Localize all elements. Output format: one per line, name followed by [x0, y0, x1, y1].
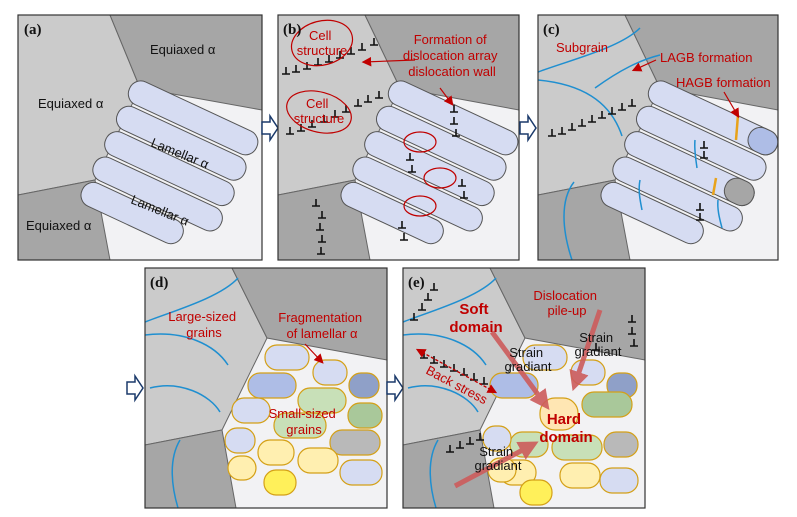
strain-gradient-label-2: Strain gradiant: [575, 330, 622, 359]
equiaxed-bottom-label: Equiaxed α: [26, 218, 92, 233]
large-grains-label: Large-sized grains: [168, 309, 240, 340]
panel-a: (a) Equiaxed α Equiaxed α Equiaxed α Lam…: [17, 14, 263, 261]
dislocation-symbols-c: [548, 99, 708, 221]
panel-d: (d) Large-sized grains Fragmentation of …: [144, 267, 388, 509]
soft-domain-label: Soft domain: [449, 301, 502, 336]
arrow-right-icon: [386, 373, 404, 403]
cell-loops-b: [286, 19, 457, 217]
lamellae-a: [80, 80, 259, 245]
fragmentation-label: Fragmentation of lamellar α: [278, 310, 365, 341]
panel-d-label: (d): [150, 275, 168, 291]
pileup-label: Dislocation pile-up: [533, 288, 600, 318]
panel-e: (e) Soft domain Dislocation pile-up Stra…: [402, 267, 646, 509]
panel-b-label: (b): [283, 22, 301, 38]
panel-e-label: (e): [408, 275, 425, 291]
formation-label: Formation of dislocation array dislocati…: [403, 32, 501, 79]
panel-b: (b) Cell structure Cell structure Format…: [277, 14, 520, 261]
arrow-right-icon: [519, 113, 537, 143]
strain-gradient-label-3: Strain gradiant: [475, 444, 522, 473]
subgrain-boundaries-c: [538, 27, 723, 260]
cell-structure-label-2: Cell structure: [294, 96, 345, 126]
panel-c: (c) Subgrain LAGB formation HAGB formati…: [537, 14, 779, 261]
dislocation-symbols-b: [282, 38, 468, 255]
hagb-label: HAGB formation: [676, 75, 771, 90]
arrow-right-icon: [261, 113, 279, 143]
panel-c-label: (c): [543, 22, 560, 38]
fragment-grains-d: [224, 344, 383, 496]
subgrain-label: Subgrain: [556, 40, 608, 55]
small-grains-label: Small-sized grains: [269, 406, 340, 437]
lagb-label: LAGB formation: [660, 50, 753, 65]
panel-a-label: (a): [24, 22, 42, 38]
cell-structure-label-1: Cell structure: [297, 28, 348, 58]
strain-gradient-label-1: Strain gradiant: [505, 345, 552, 374]
hard-domain-label: Hard domain: [539, 411, 592, 446]
equiaxed-top-label: Equiaxed α: [150, 42, 216, 57]
arrow-right-icon: [126, 373, 144, 403]
equiaxed-left-label: Equiaxed α: [38, 96, 104, 111]
